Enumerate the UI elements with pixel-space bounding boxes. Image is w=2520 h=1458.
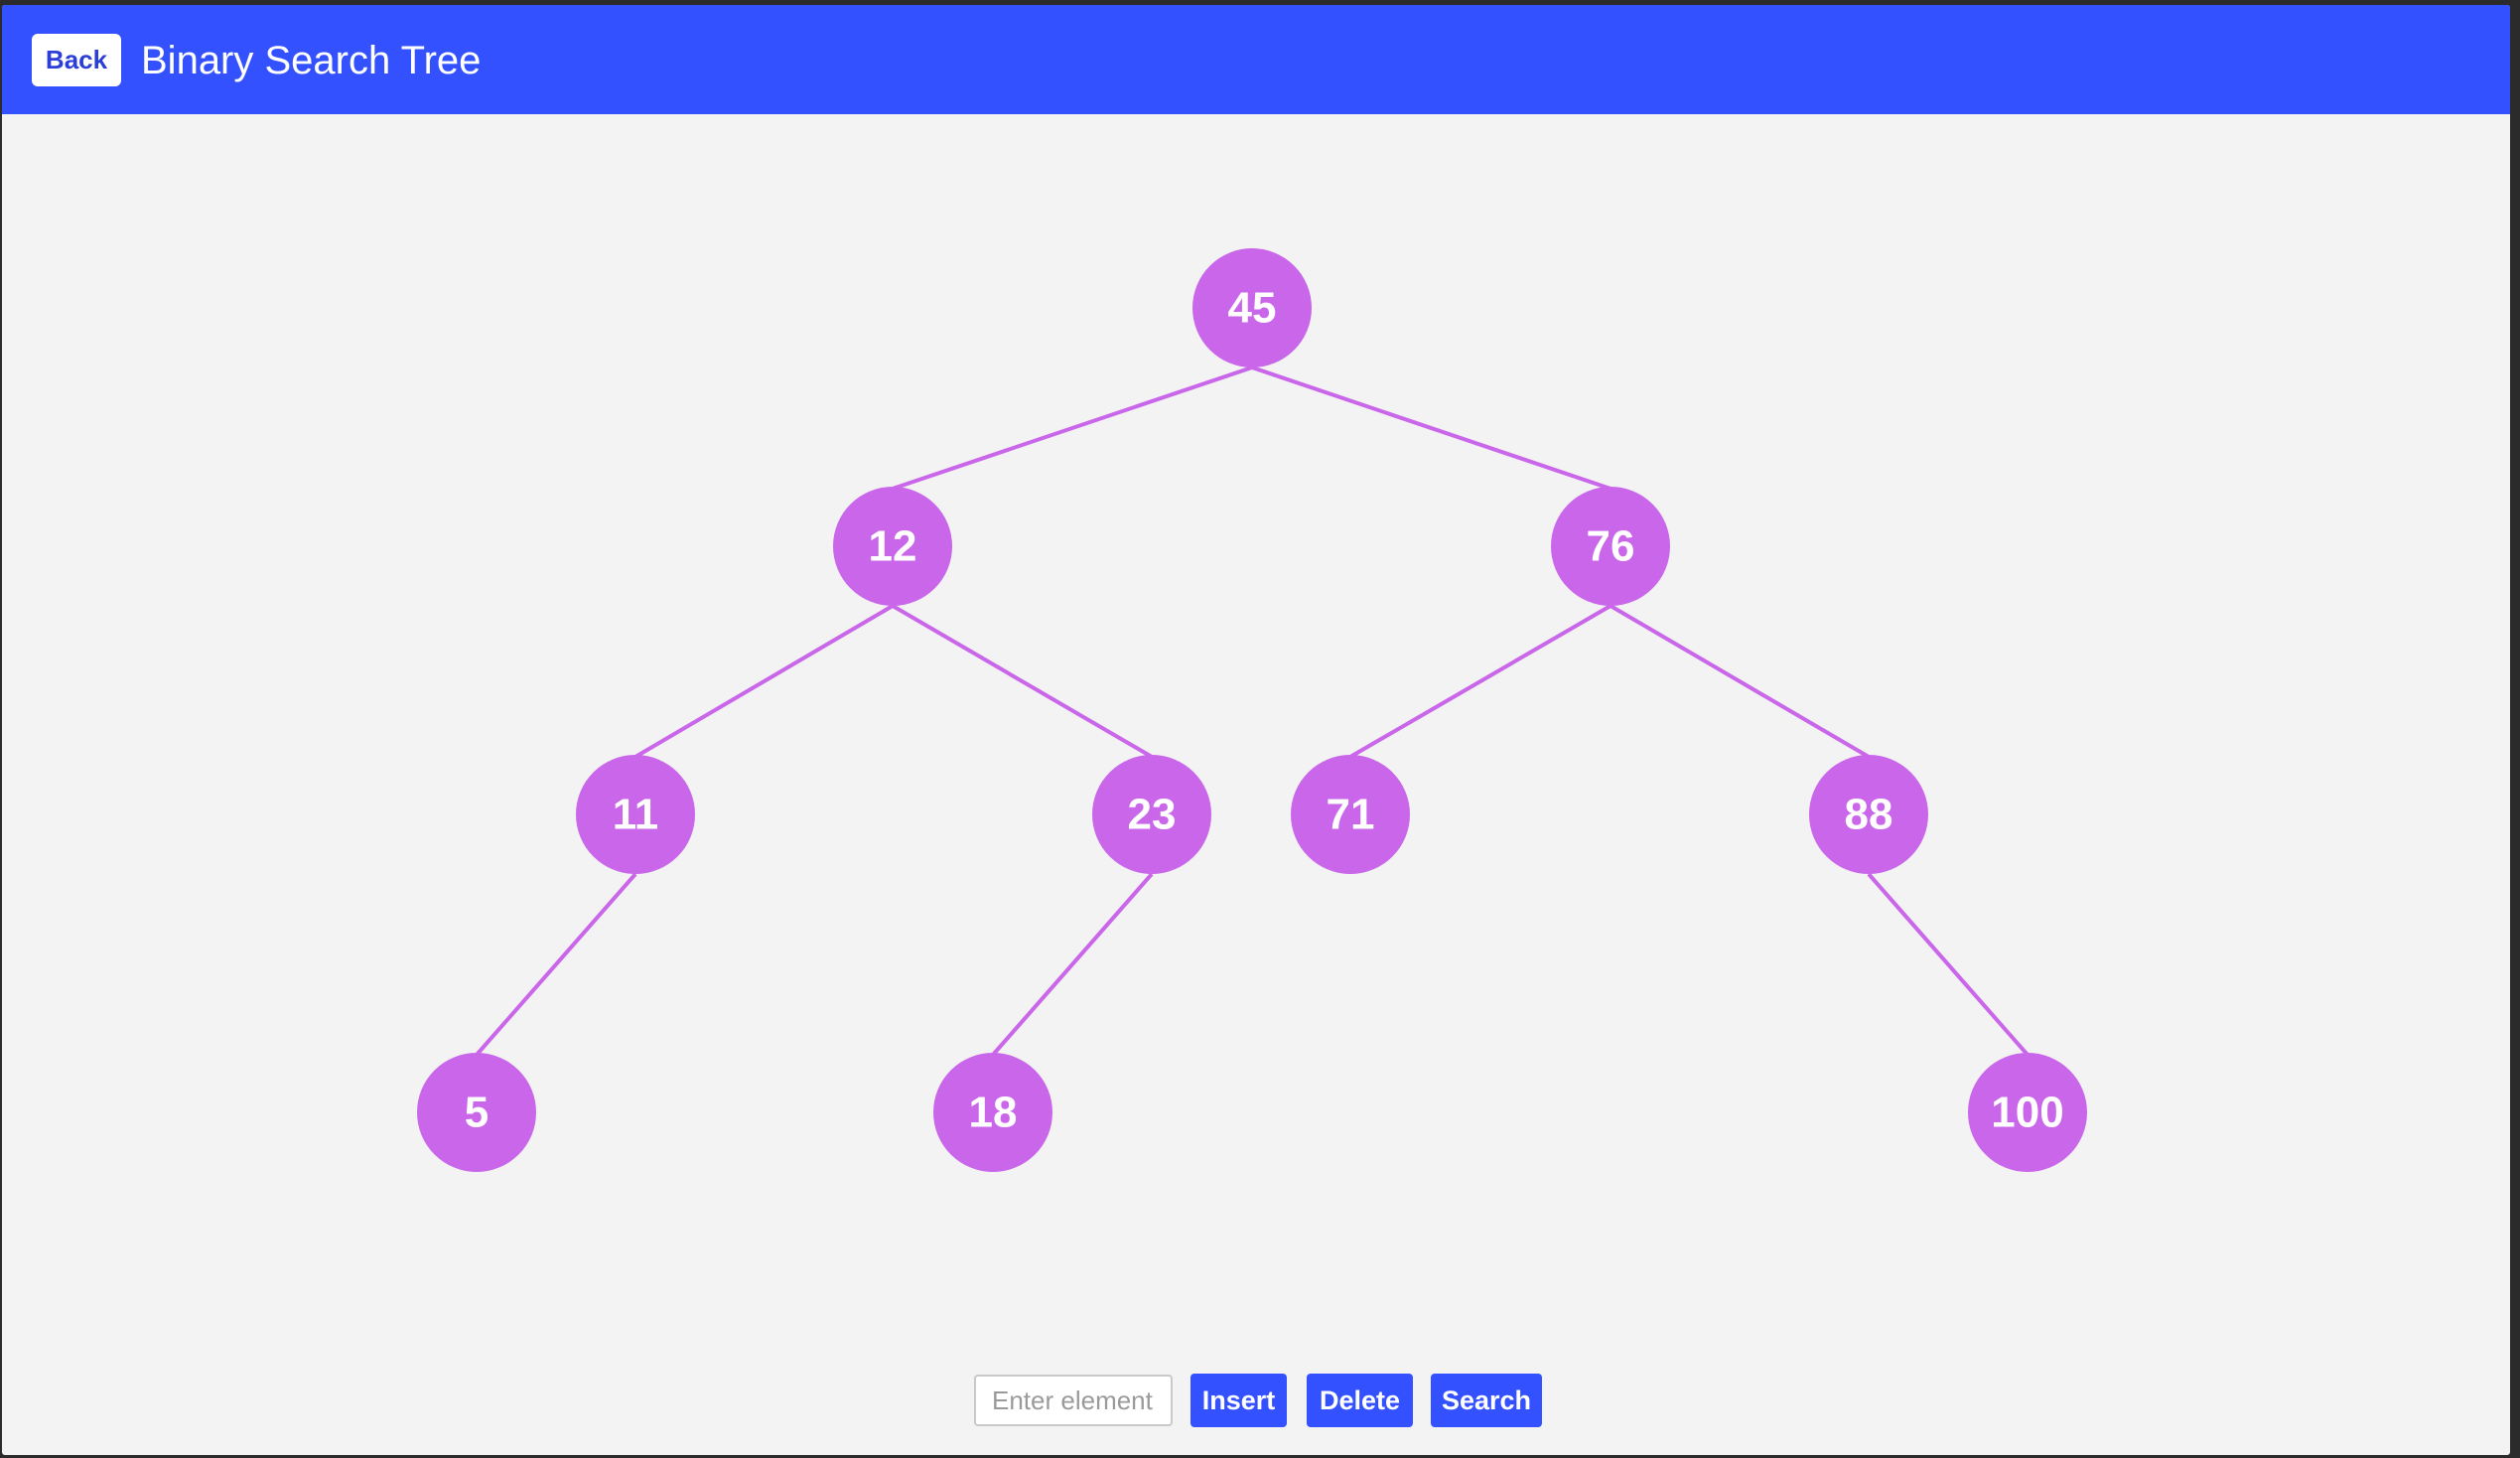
tree-edge-76-71: [1348, 604, 1612, 759]
tree-canvas: 45 12 76 11 23 71: [417, 248, 2087, 1172]
tree-edge-23-18: [991, 872, 1154, 1057]
node-value: 71: [1327, 791, 1375, 839]
delete-button[interactable]: Delete: [1307, 1374, 1413, 1427]
node-value: 5: [465, 1089, 489, 1137]
tree-node-11[interactable]: 11: [576, 755, 695, 874]
search-button[interactable]: Search: [1431, 1374, 1542, 1427]
page-title: Binary Search Tree: [141, 39, 482, 82]
node-value: 88: [1845, 791, 1893, 839]
node-value: 45: [1228, 284, 1277, 333]
element-input[interactable]: [974, 1375, 1173, 1426]
tree-node-5[interactable]: 5: [417, 1053, 536, 1172]
node-circle: [1192, 248, 1312, 367]
node-circle: [1968, 1053, 2087, 1172]
tree-edge-88-100: [1867, 872, 2030, 1057]
tree-node-71[interactable]: 71: [1291, 755, 1410, 874]
node-value: 23: [1128, 791, 1177, 839]
tree-edge-45-12: [892, 365, 1253, 491]
tree-edge-76-88: [1609, 604, 1871, 759]
tree-nodes: 45 12 76 11 23 71: [417, 248, 2087, 1172]
tree-node-18[interactable]: 18: [933, 1053, 1052, 1172]
node-circle: [933, 1053, 1052, 1172]
node-value: 11: [613, 791, 659, 839]
back-button[interactable]: Back: [32, 34, 121, 86]
node-circle: [1551, 487, 1670, 606]
node-value: 18: [969, 1089, 1018, 1137]
insert-button[interactable]: Insert: [1190, 1374, 1287, 1427]
tree-edge-12-23: [891, 604, 1154, 759]
node-circle: [1809, 755, 1928, 874]
controls-bar: Insert Delete Search: [2, 1374, 2510, 1429]
app-window: Back Binary Search Tree 45 12: [2, 5, 2510, 1455]
node-circle: [417, 1053, 536, 1172]
tree-node-88[interactable]: 88: [1809, 755, 1928, 874]
tree-node-23[interactable]: 23: [1092, 755, 1211, 874]
node-circle: [1092, 755, 1211, 874]
tree-node-76[interactable]: 76: [1551, 487, 1670, 606]
header-bar: Back Binary Search Tree: [2, 5, 2510, 114]
tree-edges: [475, 365, 2030, 1057]
node-circle: [833, 487, 952, 606]
tree-node-12[interactable]: 12: [833, 487, 952, 606]
node-value: 100: [1991, 1089, 2063, 1137]
node-value: 76: [1587, 522, 1635, 571]
node-circle: [1291, 755, 1410, 874]
tree-edge-45-76: [1251, 365, 1611, 491]
tree-edge-12-11: [633, 604, 895, 759]
tree-node-45[interactable]: 45: [1192, 248, 1312, 367]
node-value: 12: [869, 522, 917, 571]
tree-edge-11-5: [475, 872, 637, 1057]
node-circle: [576, 755, 695, 874]
tree-node-100[interactable]: 100: [1968, 1053, 2087, 1172]
